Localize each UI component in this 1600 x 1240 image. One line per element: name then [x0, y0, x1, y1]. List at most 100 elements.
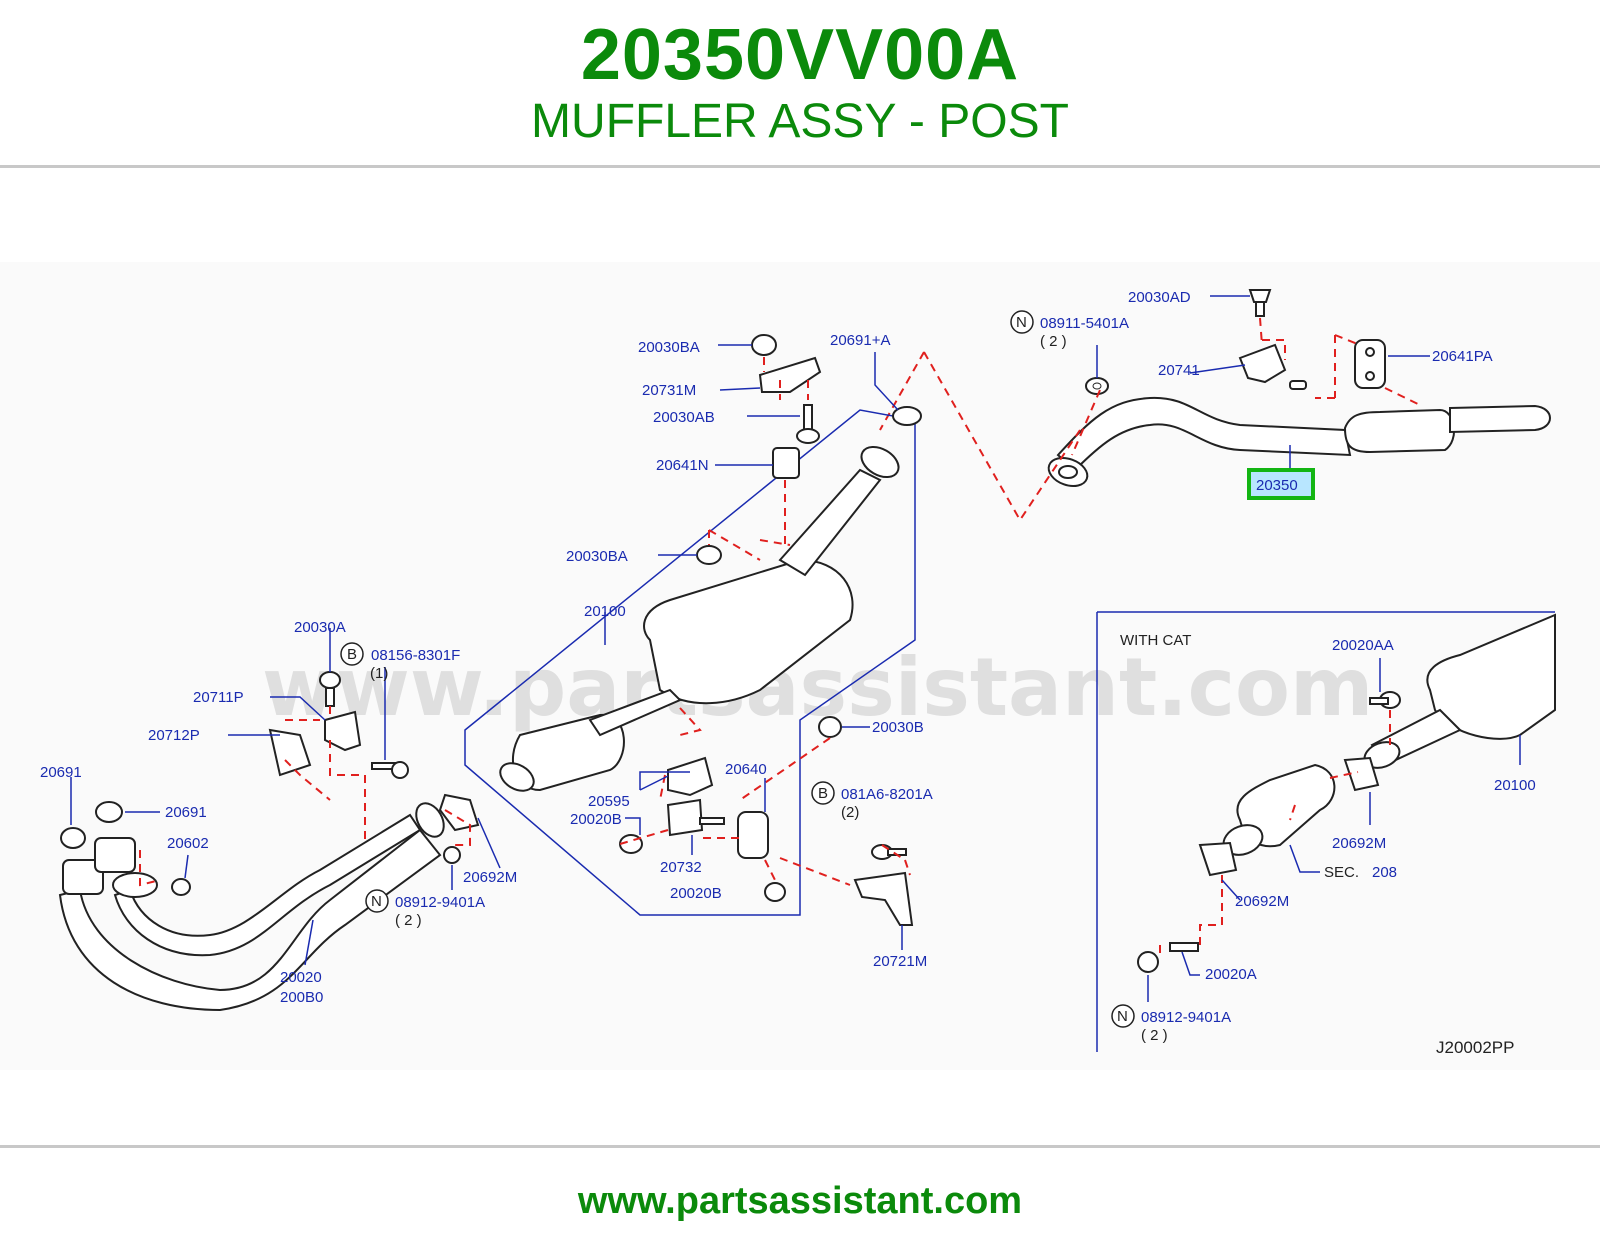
label-20100-inset[interactable]: 20100 — [1494, 777, 1536, 794]
bracket-20741[interactable] — [1238, 343, 1307, 390]
bolt-20030AD[interactable] — [1248, 289, 1272, 317]
gasket-20691-b[interactable] — [95, 801, 123, 823]
label-20692M-i1[interactable]: 20692M — [1332, 835, 1386, 852]
nut-20030BA-mid[interactable] — [696, 545, 722, 565]
label-20602[interactable]: 20602 — [167, 835, 209, 852]
inset-border — [1096, 611, 1555, 1052]
center-muffler-20100[interactable] — [495, 441, 903, 797]
label-20641PA[interactable]: 20641PA — [1432, 348, 1493, 365]
bolt-20020AA[interactable] — [1369, 691, 1401, 709]
label-081A6-qty: (2) — [841, 804, 859, 821]
header-divider — [0, 165, 1600, 168]
bracket-20711P[interactable] — [324, 710, 362, 752]
inset-muffler-20100[interactable] — [1361, 613, 1556, 772]
bracket-20721M[interactable] — [853, 871, 914, 926]
rubber-mount-20641PA[interactable] — [1354, 339, 1386, 389]
bracket-20731M[interactable] — [758, 356, 822, 393]
hanger-20595[interactable] — [667, 756, 714, 797]
highlight-box-20350[interactable] — [1247, 468, 1315, 500]
bracket-20712P[interactable] — [268, 728, 312, 777]
label-20030B[interactable]: 20030B — [872, 719, 924, 736]
label-20030AB[interactable]: 20030AB — [653, 409, 715, 426]
label-08156[interactable]: 08156-8301F — [371, 647, 460, 664]
b-mark-2 — [811, 781, 835, 805]
label-08911-qty: ( 2 ) — [1040, 333, 1067, 350]
label-20692M-i2[interactable]: 20692M — [1235, 893, 1289, 910]
gasket-20691-a[interactable] — [60, 827, 86, 849]
front-pipe-20020[interactable] — [58, 798, 449, 1012]
n-mark-2-text: N — [371, 893, 382, 910]
catalytic-converter[interactable] — [1219, 763, 1336, 860]
label-20691-b[interactable]: 20691 — [165, 804, 207, 821]
label-20020B-a[interactable]: 20020B — [570, 811, 622, 828]
label-08912-inset-qty: ( 2 ) — [1141, 1027, 1168, 1044]
label-20711P[interactable]: 20711P — [193, 689, 244, 706]
label-20741[interactable]: 20741 — [1158, 362, 1200, 379]
label-20595[interactable]: 20595 — [588, 793, 630, 810]
exhaust-parts-diagram: www.partsassistant.com — [0, 262, 1600, 1070]
mount-20640[interactable] — [737, 811, 769, 859]
label-20732[interactable]: 20732 — [660, 859, 702, 876]
label-20020A[interactable]: 20020A — [1205, 966, 1257, 983]
stud-20020A[interactable] — [1169, 942, 1199, 952]
b-mark-1-text: B — [347, 646, 357, 663]
gasket-20691A[interactable] — [892, 406, 922, 426]
nut-08912-left[interactable] — [443, 846, 461, 864]
label-081A6[interactable]: 081A6-8201A — [841, 786, 933, 803]
n-mark-3-text: N — [1117, 1008, 1128, 1025]
post-muffler-assembly[interactable] — [1045, 396, 1551, 491]
nut-20030B[interactable] — [818, 716, 842, 738]
label-08912-left[interactable]: 08912-9401A — [395, 894, 485, 911]
bolt-081A6[interactable] — [871, 844, 907, 860]
b-mark-2-text: B — [818, 785, 828, 802]
label-20721M[interactable]: 20721M — [873, 953, 927, 970]
label-08912-left-qty: ( 2 ) — [395, 912, 422, 929]
label-20712P[interactable]: 20712P — [148, 727, 200, 744]
center-muffler-outline — [464, 409, 916, 916]
gasket-20692M-left[interactable] — [438, 793, 480, 832]
label-20020AA[interactable]: 20020AA — [1332, 637, 1394, 654]
nut-08911[interactable] — [1085, 377, 1109, 395]
label-08912-inset[interactable]: 08912-9401A — [1141, 1009, 1231, 1026]
footer-url[interactable]: www.partsassistant.com — [577, 1180, 1023, 1222]
label-20691A[interactable]: 20691+A — [830, 332, 890, 349]
gasket-20692M-i2[interactable] — [1198, 841, 1238, 877]
label-20030BA-top[interactable]: 20030BA — [638, 339, 700, 356]
b-mark-1 — [340, 642, 364, 666]
label-20100[interactable]: 20100 — [584, 603, 626, 620]
gasket-20692M-i1[interactable] — [1343, 756, 1380, 792]
n-mark-1-text: N — [1016, 314, 1027, 331]
bracket-20732[interactable] — [666, 798, 725, 837]
n-mark-2 — [365, 889, 389, 913]
label-sec: SEC. — [1324, 864, 1359, 881]
bolt-20030AB[interactable] — [796, 404, 820, 444]
part-number-title: 20350VV00A — [580, 15, 1020, 95]
label-20030AD[interactable]: 20030AD — [1128, 289, 1191, 306]
label-20350[interactable]: 20350 — [1256, 477, 1298, 494]
nut-20020B-b[interactable] — [764, 882, 786, 902]
label-08911[interactable]: 08911-5401A — [1040, 315, 1129, 332]
diagram-background — [0, 262, 1600, 1070]
label-20692M-left[interactable]: 20692M — [463, 869, 517, 886]
watermark-text: www.partsassistant.com — [262, 641, 1373, 734]
label-20731M[interactable]: 20731M — [642, 382, 696, 399]
label-20030BA-mid[interactable]: 20030BA — [566, 548, 628, 565]
label-20030A[interactable]: 20030A — [294, 619, 346, 636]
label-20020[interactable]: 20020 — [280, 969, 322, 986]
mount-20641N[interactable] — [772, 447, 800, 479]
label-20641N[interactable]: 20641N — [656, 457, 709, 474]
label-20640[interactable]: 20640 — [725, 761, 767, 778]
n-mark-1 — [1010, 310, 1034, 334]
nut-08912-inset[interactable] — [1137, 951, 1159, 973]
nut-20030BA-top[interactable] — [751, 334, 777, 356]
label-20691-a[interactable]: 20691 — [40, 764, 82, 781]
part-name-subtitle: MUFFLER ASSY - POST — [531, 95, 1069, 148]
label-20020B-b[interactable]: 20020B — [670, 885, 722, 902]
label-200B0[interactable]: 200B0 — [280, 989, 323, 1006]
bolt-08156[interactable] — [371, 761, 409, 779]
page-header: 20350VV00A MUFFLER ASSY - POST — [0, 0, 1600, 168]
label-208-link[interactable]: 208 — [1372, 864, 1397, 881]
nut-20602[interactable] — [171, 878, 191, 896]
label-08156-qty: (1) — [370, 665, 388, 682]
diagram-code: J20002PP — [1436, 1038, 1514, 1057]
